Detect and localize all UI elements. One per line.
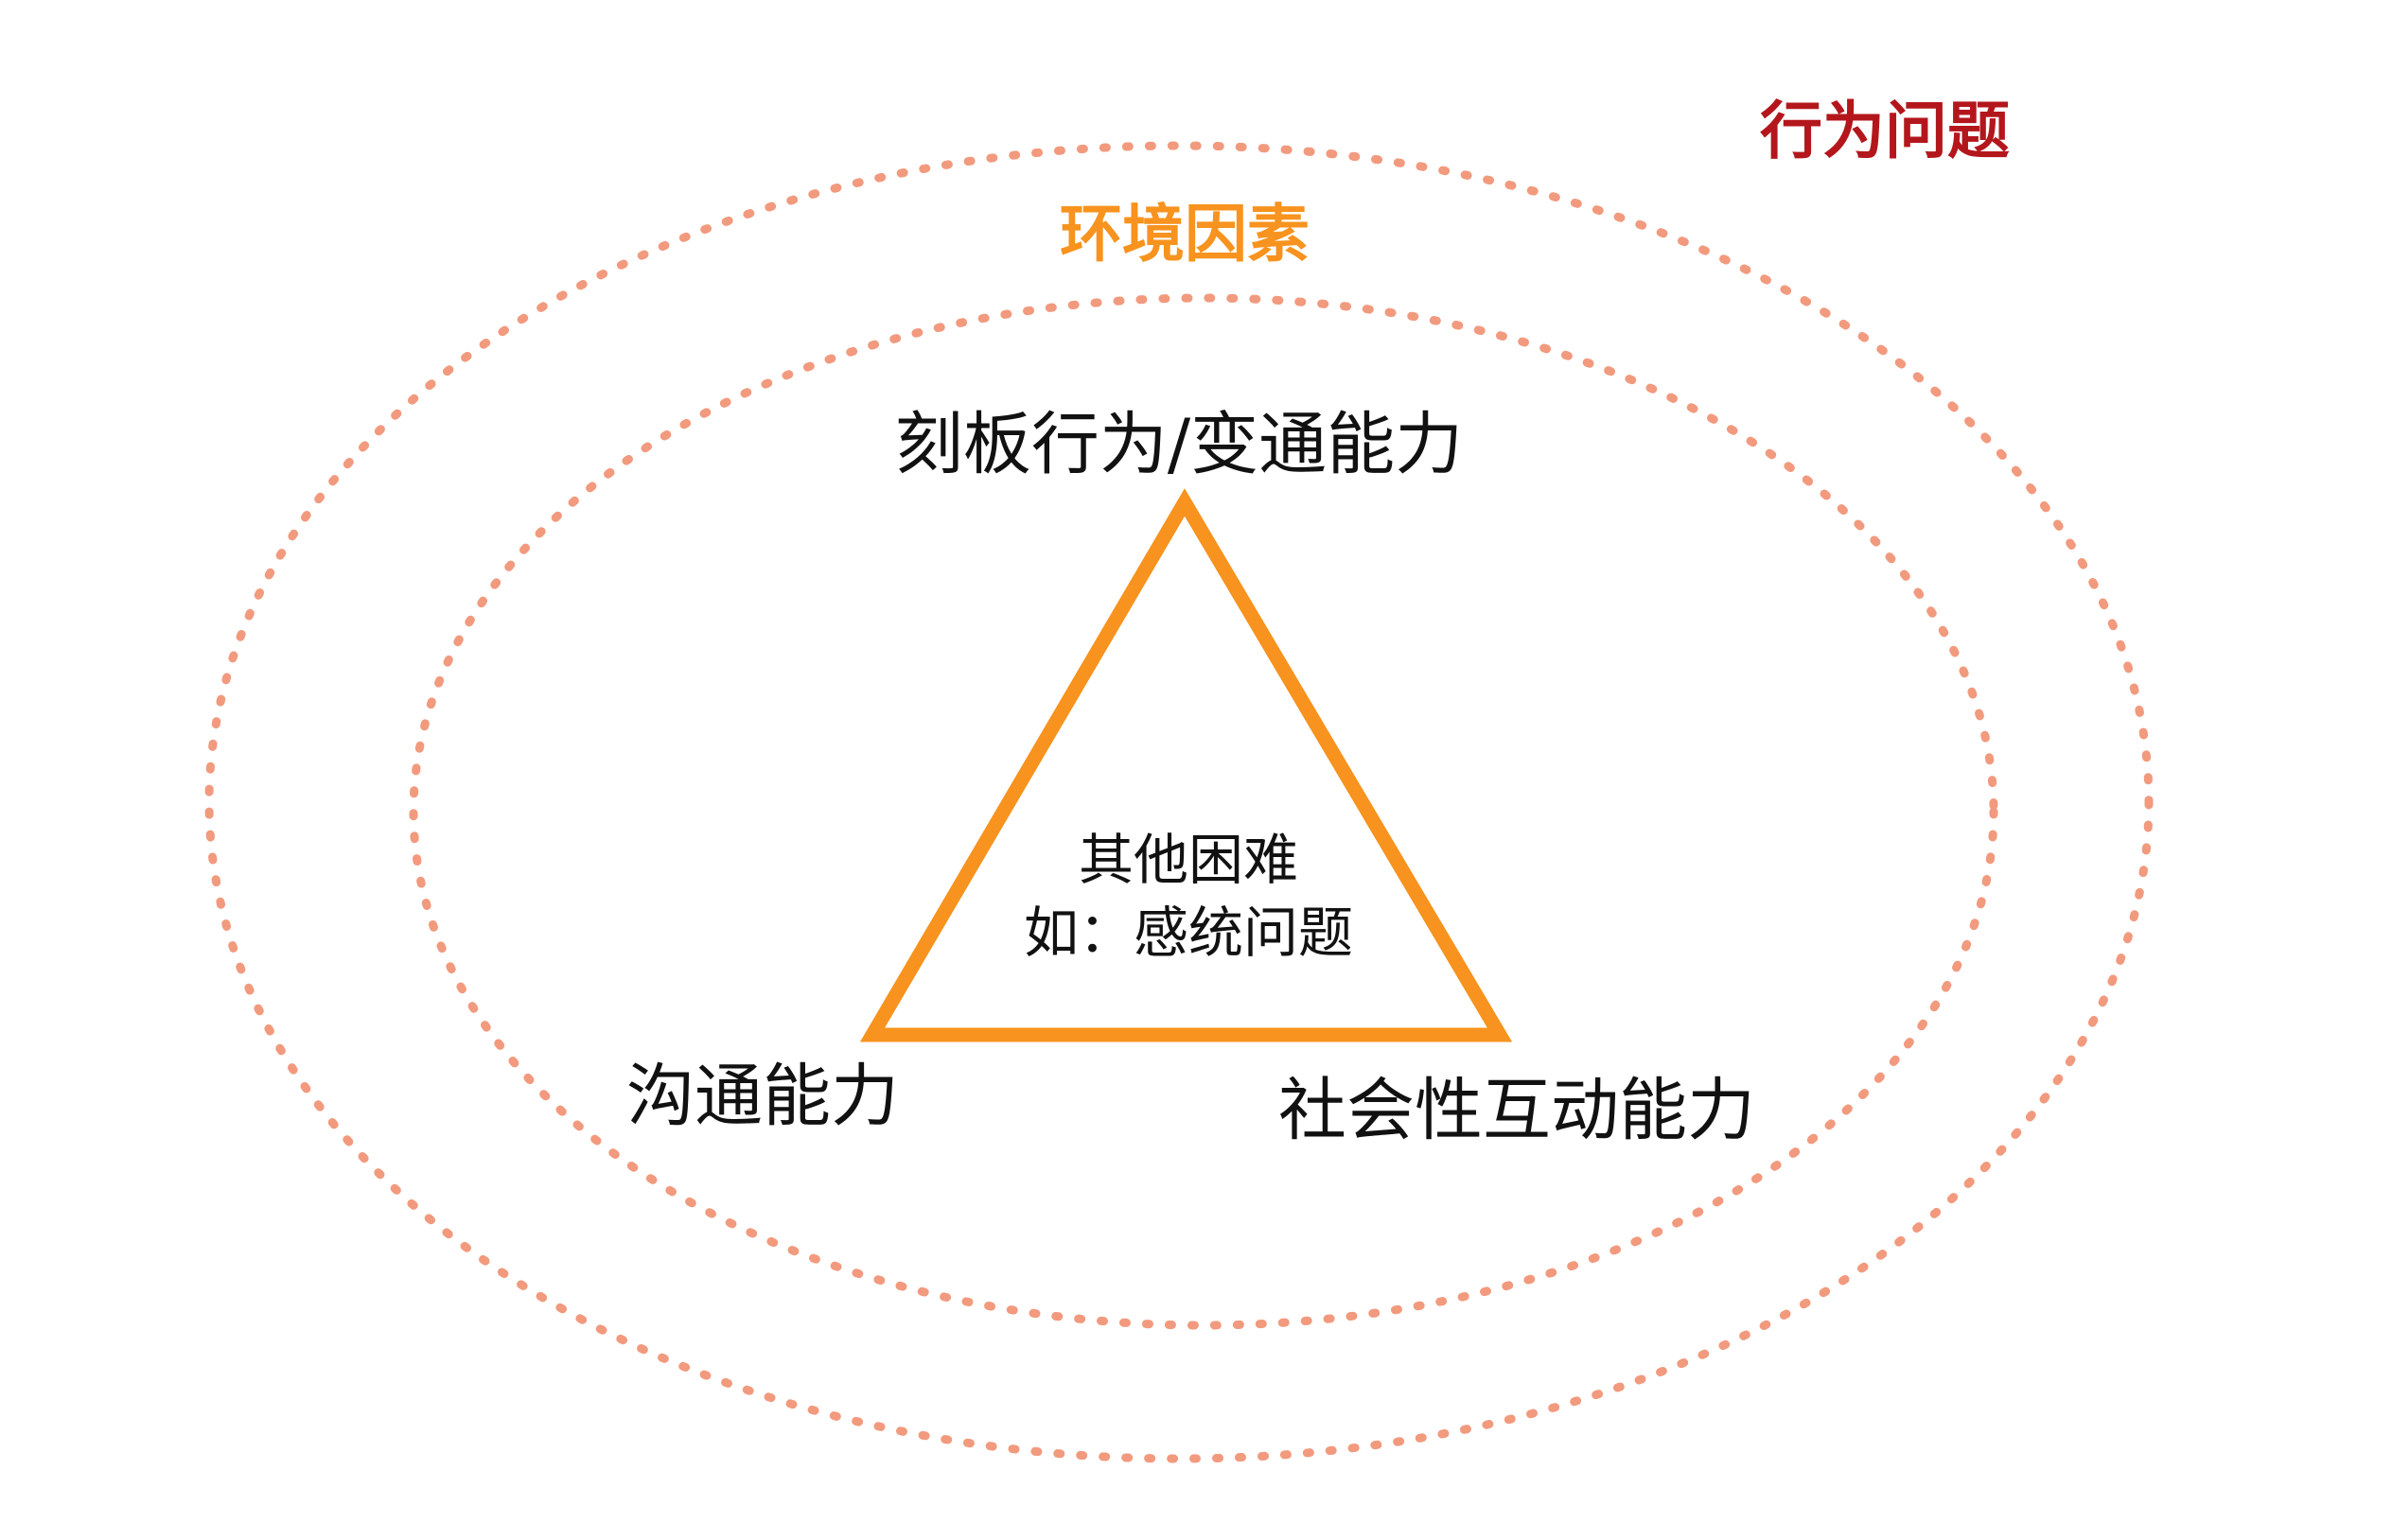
core-triangle [859,488,1513,1042]
top-vertex-label: 刻板行为/变通能力 [895,405,1463,484]
inner-label: 环境因素 [1060,198,1310,271]
right-vertex-label: 社会性互动能力 [1278,1071,1755,1150]
center-label-line2: 如：感统问题 [1024,901,1353,965]
outer-label: 行为问题 [1760,95,2010,167]
center-label-line1: 其他困难 [1079,828,1298,892]
left-vertex-label: 沟通能力 [626,1057,899,1136]
inner-ellipse [409,293,1998,1330]
outer-ellipse [204,141,2154,1463]
